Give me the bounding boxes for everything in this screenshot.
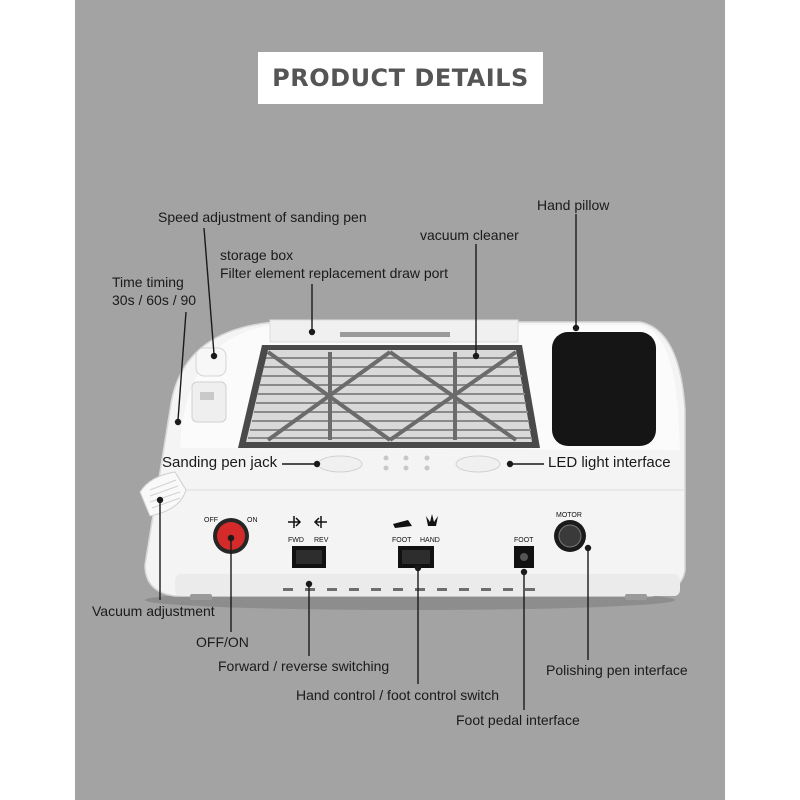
label-storage-box: storage box — [220, 247, 294, 263]
label-vacuum-adjustment: Vacuum adjustment — [92, 603, 215, 619]
polishing-pen-port[interactable] — [558, 524, 582, 548]
title-banner: PRODUCT DETAILS — [258, 52, 543, 104]
label-led-interface: LED light interface — [548, 454, 671, 471]
led-light-port[interactable] — [455, 455, 501, 473]
label-hand-foot-switch: Hand control / foot control switch — [296, 687, 500, 703]
foot-pedal-socket — [520, 553, 528, 561]
foot-text: FOOT — [392, 537, 412, 544]
foot-right — [625, 594, 647, 600]
label-speed-adjustment: Speed adjustment of sanding pen — [158, 209, 367, 225]
hand-pillow-pad — [552, 332, 656, 446]
rev-text: REV — [314, 537, 329, 544]
fwd-rev-icons — [288, 516, 327, 528]
label-filter-port: Filter element replacement draw port — [220, 265, 448, 281]
label-foot-pedal: Foot pedal interface — [456, 712, 580, 728]
label-time-options: 30s / 60s / 90 — [112, 292, 197, 308]
vent-slots — [283, 588, 535, 591]
speed-knob[interactable] — [195, 347, 227, 377]
filter-draw-port — [340, 332, 450, 337]
storage-box — [269, 319, 519, 343]
foot-port-text: FOOT — [514, 537, 534, 544]
hand-foot-rocker — [402, 550, 430, 564]
vacuum-adjustment-knob[interactable] — [139, 471, 187, 517]
fwd-text: FWD — [288, 537, 304, 544]
label-vacuum-cleaner: vacuum cleaner — [420, 227, 519, 243]
label-polishing-pen: Polishing pen interface — [546, 662, 688, 678]
label-hand-pillow: Hand pillow — [537, 197, 610, 213]
knob-grip — [149, 479, 181, 509]
indicator-dots — [383, 455, 430, 471]
label-forward-reverse: Forward / reverse switching — [218, 658, 390, 674]
callout-lines — [156, 214, 592, 710]
foot-left — [190, 594, 212, 600]
timer-panel[interactable] — [191, 381, 227, 423]
grille-x-brace — [266, 350, 518, 442]
hand-text: HAND — [420, 537, 440, 544]
sanding-pen-jack[interactable] — [317, 455, 363, 473]
motor-text: MOTOR — [556, 512, 582, 519]
device-base — [175, 574, 680, 596]
vacuum-grille — [246, 350, 532, 442]
foot-hand-icons — [393, 514, 438, 528]
fwd-rev-rocker — [296, 550, 322, 564]
label-sanding-pen-jack: Sanding pen jack — [162, 454, 278, 471]
label-time-timing: Time timing — [112, 274, 184, 290]
page-title: PRODUCT DETAILS — [272, 64, 529, 92]
timer-display — [200, 392, 214, 400]
label-off-on: OFF/ON — [196, 634, 249, 650]
on-text: ON — [247, 517, 258, 524]
off-text: OFF — [204, 517, 218, 524]
